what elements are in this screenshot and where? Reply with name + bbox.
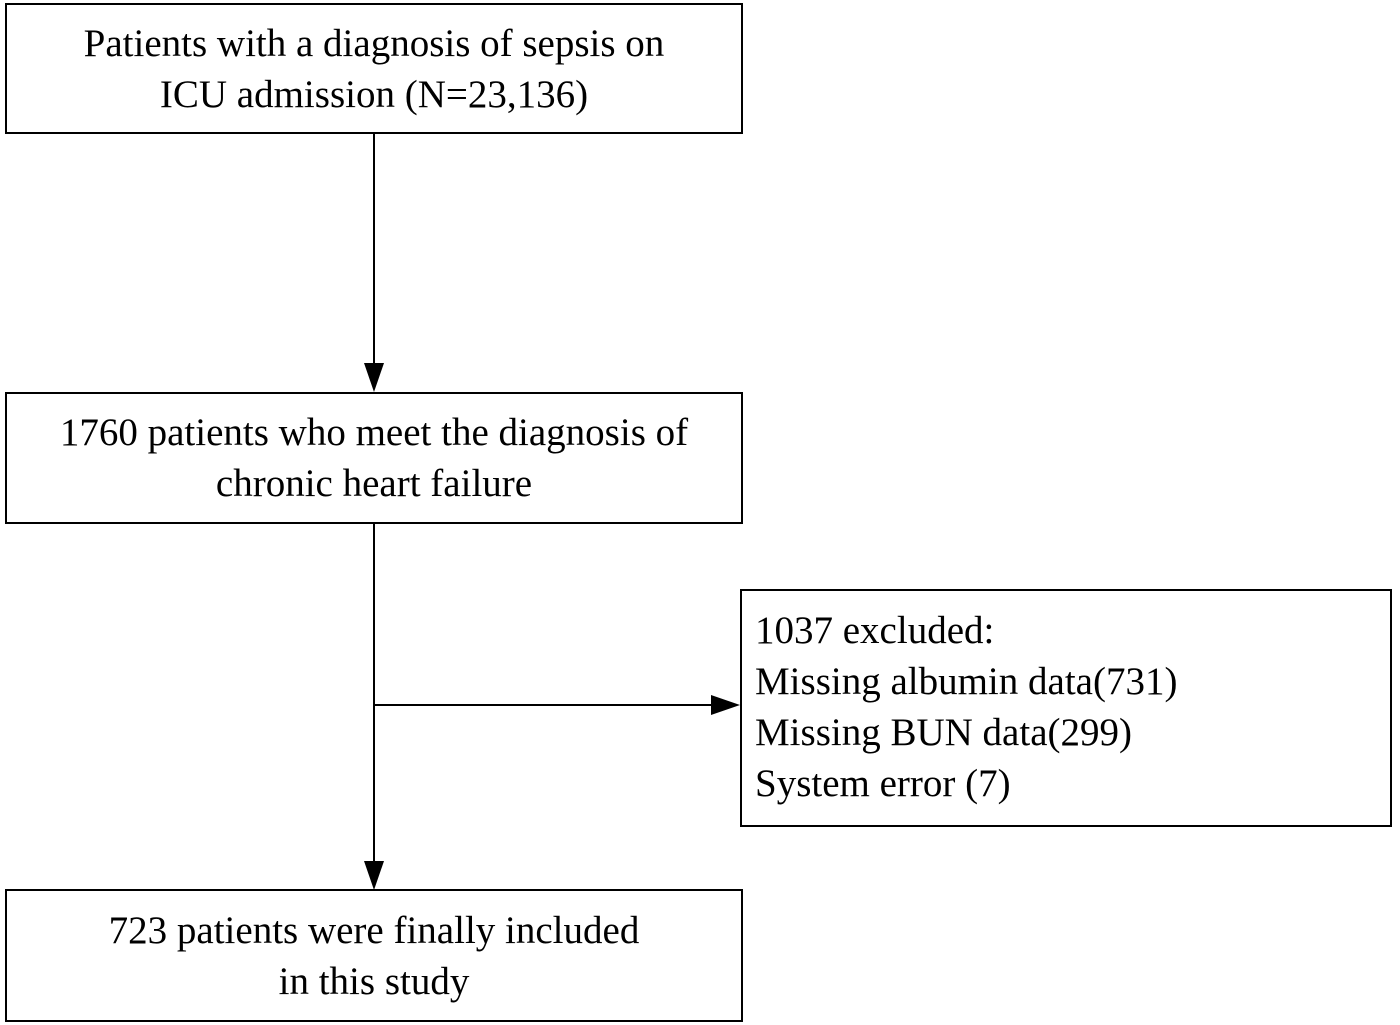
final-included-box: 723 patients were finally included in th… — [5, 889, 743, 1022]
sepsis-box-line-1: Patients with a diagnosis of sepsis on — [83, 21, 665, 65]
final-box-line-1: 723 patients were finally included — [108, 908, 640, 952]
arrow-sepsis-to-chf-head — [364, 363, 384, 392]
arrow-to-excluded-head — [711, 695, 740, 715]
arrow-chf-to-final-head — [364, 861, 384, 890]
excluded-box-heading: 1037 excluded: — [755, 609, 995, 652]
excluded-reason-bun: Missing BUN data(299) — [755, 711, 1132, 754]
excluded-reason-albumin: Missing albumin data(731) — [755, 660, 1178, 703]
chronic-heart-failure-box: 1760 patients who meet the diagnosis of … — [5, 392, 743, 524]
chf-box-line-1: 1760 patients who meet the diagnosis of — [59, 411, 689, 454]
excluded-patients-box: 1037 excluded: Missing albumin data(731)… — [740, 589, 1392, 827]
sepsis-patients-box: Patients with a diagnosis of sepsis on I… — [5, 3, 743, 134]
excluded-reason-system-error: System error (7) — [755, 762, 1011, 805]
chf-box-line-2: chronic heart failure — [215, 462, 533, 505]
sepsis-box-line-2: ICU admission (N=23,136) — [159, 72, 589, 116]
final-box-line-2: in this study — [278, 959, 470, 1003]
